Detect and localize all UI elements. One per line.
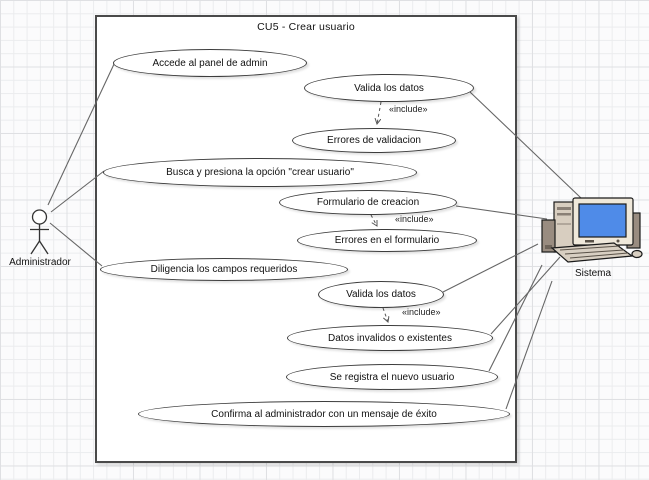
use-case-errores-validacion[interactable]: Errores de validacion (292, 128, 456, 153)
association-datos-invalidos-sistema (490, 256, 561, 335)
use-case-label: Errores en el formulario (334, 235, 440, 246)
diagram-title: CU5 - Crear usuario (257, 21, 355, 33)
computer-mouse (631, 249, 643, 259)
association-valida1-sistema (469, 91, 582, 199)
association-confirma-sistema (505, 280, 553, 410)
include-label-3: «include» (402, 307, 441, 317)
use-case-datos-invalidos[interactable]: Datos invalidos o existentes (287, 325, 493, 351)
tower-drive-slot2 (557, 213, 571, 216)
association-valida2-sistema (442, 243, 539, 293)
tower-drive-slot (557, 207, 571, 210)
use-case-busca-opcion[interactable]: Busca y presiona la opción "crear usuari… (103, 158, 417, 187)
actor-icon[interactable] (30, 209, 49, 255)
use-case-label: Confirma al administrador con un mensaje… (211, 408, 437, 420)
actor-leg-right (38, 240, 49, 255)
actor-head (31, 209, 48, 225)
include-arrow-3 (382, 307, 388, 322)
use-case-label: Valida los datos (346, 289, 416, 300)
use-case-label: Errores de validacion (327, 135, 421, 146)
use-case-label: Diligencia los campos requeridos (150, 264, 298, 275)
use-case-label: Busca y presiona la opción "crear usuari… (166, 167, 354, 178)
include-arrow-2 (370, 214, 377, 226)
use-case-label: Accede al panel de admin (152, 57, 268, 69)
keyboard-keys-row3 (569, 252, 629, 259)
monitor-button-strip (585, 240, 594, 243)
use-case-accede[interactable]: Accede al panel de admin (113, 49, 307, 77)
keyboard-keys-row2 (564, 249, 625, 255)
monitor-power-button (616, 239, 620, 243)
include-label-2: «include» (395, 214, 434, 224)
system-label: Sistema (574, 268, 612, 279)
computer-speaker-left (541, 219, 556, 253)
computer-screen (578, 203, 627, 238)
include-arrow-1 (377, 101, 382, 124)
association-actor-accede (47, 61, 116, 206)
use-case-label: Valida los datos (354, 82, 424, 94)
use-case-label: Datos invalidos o existentes (328, 332, 452, 344)
association-actor-busca (50, 170, 105, 213)
association-registra-sistema (488, 264, 543, 372)
association-actor-diligencia (49, 222, 103, 267)
speaker-left-port (545, 245, 552, 249)
use-case-registra-usuario[interactable]: Se registra el nuevo usuario (286, 364, 498, 390)
include-label-1: «include» (389, 104, 428, 114)
use-case-confirma-mensaje[interactable]: Confirma al administrador con un mensaje… (138, 401, 510, 427)
use-case-label: Formulario de creacion (316, 197, 420, 208)
use-case-formulario-creacion[interactable]: Formulario de creacion (279, 190, 457, 215)
use-case-valida-datos-2[interactable]: Valida los datos (318, 281, 444, 308)
computer-icon[interactable] (541, 197, 643, 263)
actor-leg-left (30, 240, 41, 255)
use-case-errores-formulario[interactable]: Errores en el formulario (297, 229, 477, 252)
keyboard-keys-row1 (559, 245, 621, 251)
use-case-diligencia-campos[interactable]: Diligencia los campos requeridos (100, 258, 348, 281)
use-case-label: Se registra el nuevo usuario (329, 371, 455, 383)
actor-label: Administrador (9, 257, 71, 268)
association-formulario-sistema (455, 205, 548, 220)
use-case-valida-datos-1[interactable]: Valida los datos (304, 74, 474, 102)
